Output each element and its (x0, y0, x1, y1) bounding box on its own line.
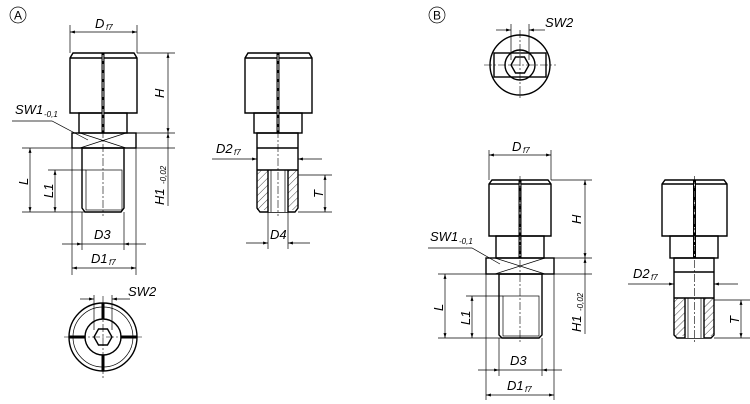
dim-sw1-sub-b: -0,1 (459, 237, 473, 246)
view-b-variant-side-view (661, 176, 728, 342)
view-a-marker: A (9, 6, 27, 24)
view-a-dimensions: D f7 H H1 -0,02 SW1 -0,1 L L1 D3 D1 f7 (12, 16, 175, 275)
dim-h1-sub-b: -0,02 (576, 292, 585, 311)
dim-sw2-label-a: SW2 (128, 284, 157, 299)
dim-d-label-b: D (512, 139, 521, 154)
dim-d1-sub: f7 (109, 258, 116, 267)
dim-h1-label: H1 (152, 188, 167, 205)
view-a-side-view (69, 52, 138, 216)
dim-sw1-label: SW1 (15, 102, 43, 117)
dim-l-label: L (16, 178, 31, 185)
dim-d2-label-b: D2 (633, 266, 650, 281)
dim-d3-label: D3 (94, 227, 111, 242)
view-a-top-view: SW2 (64, 284, 157, 378)
view-a-label: A (14, 9, 22, 23)
dim-d1-label: D1 (91, 251, 108, 266)
dim-h-label: H (152, 88, 167, 98)
dim-l1-label: L1 (41, 184, 56, 198)
dim-d4-label: D4 (270, 227, 287, 242)
dim-l1-label-b: L1 (458, 311, 473, 325)
dim-d-sub: f7 (106, 23, 113, 32)
view-b-variant-dimensions: D2 f7 T (628, 266, 750, 339)
dim-sw1-label-b: SW1 (430, 229, 458, 244)
dim-sw2-label-b: SW2 (545, 15, 574, 30)
view-b-top-view: SW2 (484, 15, 574, 100)
dim-h1-sub: -0,02 (159, 165, 168, 184)
dim-d2-sub: f7 (234, 148, 241, 157)
view-b-marker: B (428, 6, 446, 24)
view-a-variant-dimensions: D2 f7 T D4 (212, 141, 332, 249)
dim-h-label-b: H (569, 214, 584, 224)
dim-d2-sub-b: f7 (651, 273, 658, 282)
dim-d3-label-b: D3 (510, 353, 527, 368)
dim-d1-label-b: D1 (507, 378, 524, 393)
dim-d2-label: D2 (216, 141, 233, 156)
dim-d1-sub-b: f7 (525, 385, 532, 394)
view-b-dimensions: D f7 H H1 -0,02 SW1 -0,1 L L1 D3 D1 f7 (428, 139, 592, 400)
view-b-side-view (485, 176, 555, 342)
dim-d-label: D (95, 16, 104, 31)
dim-d-sub-b: f7 (523, 146, 530, 155)
dim-t-label: T (311, 189, 326, 198)
dim-l-label-b: L (431, 304, 446, 311)
view-a-variant-side-view (244, 52, 313, 216)
view-b-label: B (433, 9, 441, 23)
dim-t-label-b: T (727, 315, 742, 324)
dim-h1-label-b: H1 (569, 315, 584, 332)
dim-sw1-sub: -0,1 (44, 110, 58, 119)
